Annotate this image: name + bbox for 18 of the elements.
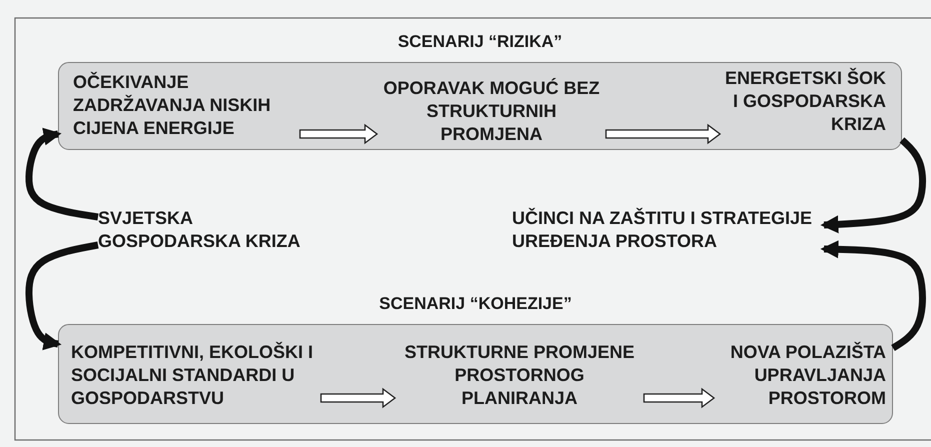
- step-text: OPORAVAK MOGUĆ BEZ STRUKTURNIH PROMJENA: [379, 77, 604, 146]
- outcome-text: SVJETSKA GOSPODARSKA KRIZA: [98, 207, 313, 253]
- scenario-heading: SCENARIJ “KOHEZIJE”: [379, 294, 572, 314]
- curved-arrow: [820, 137, 926, 234]
- step-text: STRUKTURNE PROMJENE PROSTORNOG PLANIRANJA: [397, 341, 642, 410]
- hollow-arrow: [643, 388, 716, 408]
- step-text: KOMPETITIVNI, EKOLOŠKI I SOCIJALNI STANDARDI U GOSPODARSTVU: [71, 341, 319, 410]
- curved-arrow: [26, 128, 99, 220]
- hollow-arrow: [299, 124, 378, 144]
- step-text: ENERGETSKI ŠOK I GOSPODARSKA KRIZA: [722, 67, 886, 136]
- curved-arrow: [25, 242, 99, 350]
- scenario-heading: SCENARIJ “RIZIKA”: [398, 32, 562, 52]
- curved-arrow: [820, 240, 926, 351]
- hollow-arrow: [320, 388, 396, 408]
- step-text: OČEKIVANJE ZADRŽAVANJA NISKIH CIJENA ENERGIJE: [73, 71, 298, 140]
- outcome-text: UČINCI NA ZAŠTITU I STRATEGIJE UREĐENJA PROSTORA: [512, 207, 832, 253]
- hollow-arrow: [605, 124, 722, 144]
- step-text: NOVA POLAZIŠTA UPRAVLJANJA PROSTOROM: [716, 341, 886, 410]
